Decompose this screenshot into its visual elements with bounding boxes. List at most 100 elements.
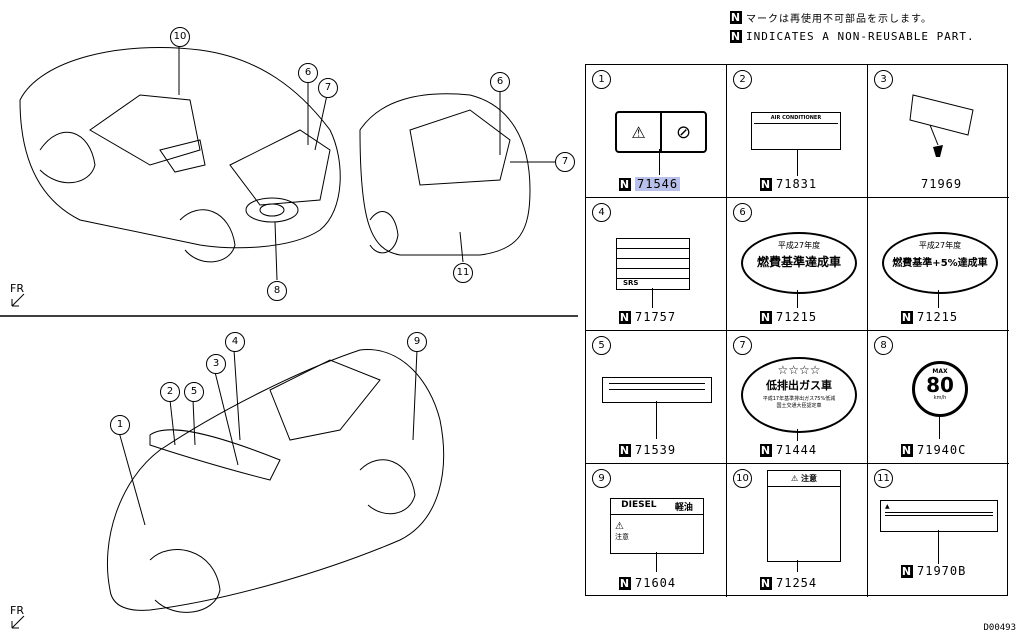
warning-triangle-icon: ⚠ (615, 521, 624, 532)
part-number[interactable]: N 71970B (901, 564, 966, 578)
cell-9[interactable]: 9 DIESEL 軽油 ⚠ 注意 N 71604 (586, 464, 727, 597)
label-diesel: DIESEL (621, 500, 657, 510)
callout-4: 4 (225, 332, 245, 352)
callout-6: 6 (298, 63, 318, 83)
part-code: 71940C (917, 443, 967, 457)
cell-8[interactable]: 8 MAX 80 km/h N 71940C (868, 331, 1009, 464)
cell-number: 4 (592, 203, 611, 222)
hood-open (149, 429, 281, 481)
non-reusable-badge: N (619, 310, 631, 324)
cell-6[interactable]: 6 平成27年度 燃費基準達成車 N 71215 (727, 198, 868, 331)
label-main: 燃費基準達成車 (756, 255, 841, 269)
legend-text-en: INDICATES A NON-REUSABLE PART. (746, 30, 975, 43)
cell-number: 8 (874, 336, 893, 355)
aircon-label-title: AIR CONDITIONER (770, 115, 822, 121)
part-number[interactable]: N 71215 (901, 310, 958, 324)
spare-tire (245, 197, 299, 223)
label-unit: km/h (933, 395, 947, 401)
top-car-dash (89, 94, 201, 166)
non-reusable-badge: N (619, 177, 631, 191)
legend-text-jp: マークは再使用不可部品を示します。 (746, 14, 932, 25)
part-number[interactable]: N 71539 (619, 443, 676, 457)
part-code: 71757 (635, 310, 677, 324)
windshield (269, 359, 381, 441)
part-number[interactable]: 71969 (921, 177, 962, 191)
part-number[interactable]: N 71444 (760, 443, 817, 457)
non-reusable-badge: N (901, 443, 913, 457)
callout-11: 11 (453, 263, 473, 283)
label-year: 平成27年度 (918, 241, 962, 250)
top-car-wheel-rear (179, 209, 236, 263)
callout-9: 9 (407, 332, 427, 352)
rear-wheel (369, 211, 399, 254)
cell-3[interactable]: 3 71969 (868, 65, 1009, 198)
cell-number: 6 (733, 203, 752, 222)
non-reusable-badge: N (730, 11, 742, 24)
fuel-economy-plus5-label: 平成27年度 燃費基準+5%達成車 (882, 232, 998, 294)
part-code: 71831 (776, 177, 818, 191)
cell-number: 11 (874, 469, 893, 488)
low-emission-label: ☆☆☆☆ 低排出ガス車 平成17年基準排出ガス75%低減 国土交通大臣認定車 (741, 357, 857, 433)
part-number[interactable]: N 71831 (760, 177, 817, 191)
label-sub1: 平成17年基準排出ガス75%低減 (762, 396, 836, 402)
label-caution: 注意 (800, 474, 817, 483)
fr-arrow-bottom (11, 615, 25, 629)
cell-11[interactable]: 11 ▲ N 71970B (868, 464, 1009, 597)
part-code: 71215 (776, 310, 818, 324)
part-number[interactable]: N 71604 (619, 576, 676, 590)
label-sub2: 国土交通大臣認定車 (776, 403, 822, 409)
cell-1[interactable]: 1 ⚠ ⊘ N 71546 (586, 65, 727, 198)
no-child-seat-icon: ⊘ (675, 121, 692, 143)
cell-number: 2 (733, 70, 752, 89)
label-stars: ☆☆☆☆ (777, 363, 821, 377)
cell-4[interactable]: 4 SRS N 71757 (586, 198, 727, 331)
legend-line-en: N INDICATES A NON-REUSABLE PART. (730, 30, 975, 43)
top-car-wheel-front (39, 131, 96, 184)
non-reusable-badge: N (760, 310, 772, 324)
non-reusable-badge: N (730, 30, 742, 43)
tire-info-label (602, 377, 712, 403)
callout-10: 10 (170, 27, 190, 47)
callout-7-rear: 7 (555, 152, 575, 172)
part-code: 71254 (776, 576, 818, 590)
airbag-warning-label: ⚠ ⊘ (615, 111, 707, 153)
vehicle-illustrations (0, 45, 578, 629)
cell-6b[interactable]: 平成27年度 燃費基準+5%達成車 N 71215 (868, 198, 1009, 331)
cell-number: 5 (592, 336, 611, 355)
callout-3: 3 (206, 354, 226, 374)
cell-number: 1 (592, 70, 611, 89)
rear-car-body (359, 93, 531, 256)
fr-arrow-top (11, 293, 25, 307)
cell-2[interactable]: 2 AIR CONDITIONER N 71831 (727, 65, 868, 198)
bottom-car-rear-wheel (359, 459, 416, 515)
part-number[interactable]: N 71215 (760, 310, 817, 324)
cell-5[interactable]: 5 N 71539 (586, 331, 727, 464)
non-reusable-badge: N (619, 576, 631, 590)
cell-number: 10 (733, 469, 752, 488)
legend-line-jp: N マークは再使用不可部品を示します。 (730, 10, 932, 25)
bottom-car-body (106, 349, 445, 611)
top-car-tailgate (229, 129, 331, 206)
label-main: 燃費基準+5%達成車 (892, 258, 988, 269)
warning-triangle-icon: ⚠ (617, 113, 662, 151)
label-max: MAX (932, 368, 948, 375)
fuel-economy-label: 平成27年度 燃費基準達成車 (741, 232, 857, 294)
callout-2: 2 (160, 382, 180, 402)
label-main: 低排出ガス車 (766, 379, 832, 392)
cell-number: 7 (733, 336, 752, 355)
part-number[interactable]: N 71940C (901, 443, 966, 457)
tire-pressure-label: SRS (616, 238, 690, 290)
parts-grid: 1 ⚠ ⊘ N 71546 2 AIR CONDITIONER N 71831 … (585, 64, 1009, 597)
part-number[interactable]: N 71757 (619, 310, 676, 324)
non-reusable-badge: N (901, 564, 913, 578)
cell-number: 3 (874, 70, 893, 89)
cell-10[interactable]: 10 ⚠ 注意 N 71254 (727, 464, 868, 597)
fr-label-bottom: FR (10, 604, 24, 617)
part-number[interactable]: N 71546 (619, 177, 681, 191)
srs-text: SRS (623, 279, 639, 287)
label-speed: 80 (926, 373, 954, 397)
part-code: 71604 (635, 576, 677, 590)
part-number[interactable]: N 71254 (760, 576, 817, 590)
caution-label: ⚠ 注意 (767, 470, 841, 562)
cell-7[interactable]: 7 ☆☆☆☆ 低排出ガス車 平成17年基準排出ガス75%低減 国土交通大臣認定車… (727, 331, 868, 464)
